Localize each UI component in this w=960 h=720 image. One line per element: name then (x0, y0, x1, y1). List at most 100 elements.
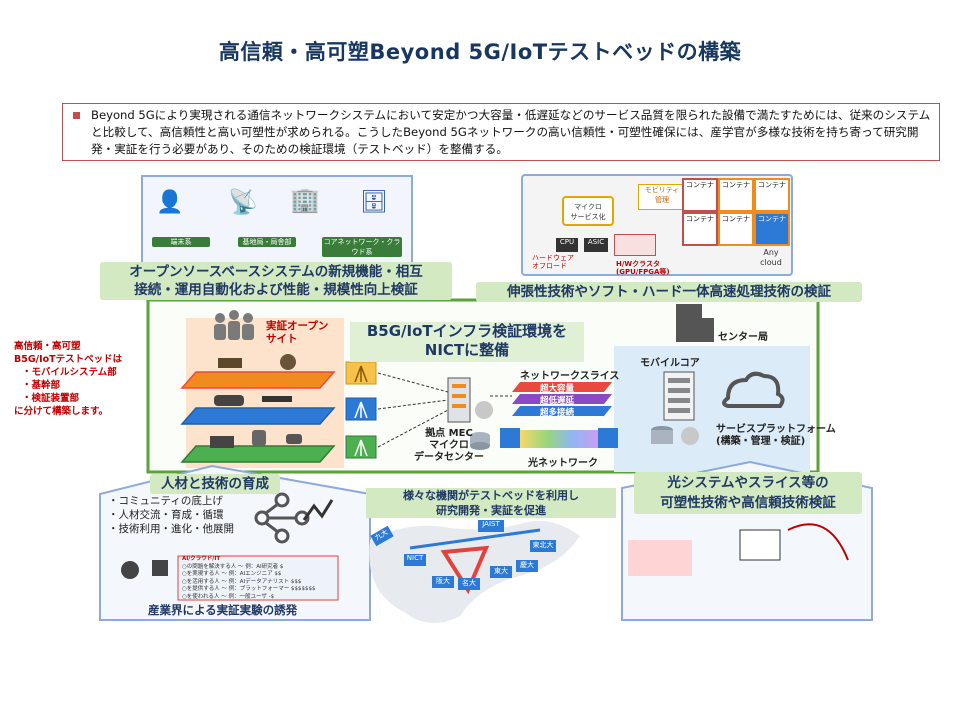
node-tohoku: 東北大 (530, 540, 556, 552)
mec-label: 拠点 MEC マイクロ データセンター (414, 428, 484, 463)
talent-bullet: ・人材交流・育成・循環 (108, 509, 224, 521)
server-stack-icon: 🗄 (360, 190, 388, 215)
drone-icon (262, 396, 292, 402)
building-orange-icon: 🏢 (290, 186, 320, 214)
truck-icon (210, 436, 234, 448)
left-note: 高信頼・高可塑 B5G/IoTテストベッドは ・モバイルシステム部 ・基幹部 ・… (14, 340, 154, 418)
usage-message-line2: 研究開発・実証を促進 (436, 504, 546, 517)
tower-icon: 📡 (228, 188, 258, 216)
antenna-icon-1 (345, 361, 377, 385)
container-cell: コンテナ (718, 178, 754, 212)
label-base-station: 基地局・局舎部 (238, 237, 296, 247)
ai-cloud-table-frame (177, 555, 339, 601)
ai-cloud-table: AI/クラウド/IT ○の問題を解決する人 〜 例：AI研究者 $ ○を実現する… (182, 556, 336, 601)
layer-green (180, 445, 336, 463)
user-device-icon: 👤 (156, 190, 184, 215)
mobile-core-server-icon (663, 371, 695, 421)
building-icon (676, 304, 714, 342)
usage-message: 様々な機関がテストベッドを利用し 研究開発・実証を促進 (366, 488, 616, 518)
node-meidai: 名大 (458, 578, 480, 590)
network-slice-label: ネットワークスライス (520, 371, 620, 382)
left-note-line: ・基幹部 (22, 380, 61, 391)
mec-server-icon (447, 377, 471, 423)
heading-plasticity-line2: 可塑性技術や高信頼技術検証 (660, 495, 836, 511)
left-note-line: に分けて構築します。 (14, 406, 109, 417)
robot-icon (252, 430, 266, 446)
layer-orange (180, 371, 336, 389)
layer-blue (180, 407, 336, 425)
ai-cloud-table-row: ○の問題を解決する人 〜 例：AI研究者 $ (182, 563, 284, 570)
ai-cloud-table-row: ○を提供する人 〜 例：プラットフォーマー $$$$$$$ (182, 586, 316, 592)
ai-cloud-table-row: ○を実現する人 〜 例：AIエンジニア $$ (182, 571, 282, 577)
node-nict: NICT (404, 554, 426, 566)
network-triangle (440, 545, 490, 595)
any-cloud-label: Any cloud (760, 248, 782, 267)
asic-chip: ASIC (584, 238, 608, 252)
container-cell-label: コンテナ (686, 215, 714, 223)
talent-bullet: ・コミュニティの底上げ (108, 495, 223, 507)
node-handai: 阪大 (432, 576, 454, 588)
heading-plasticity-line1: 光システムやスライス等の (667, 475, 829, 491)
open-site-label: 実証オープン サイト (266, 320, 329, 345)
label-terminal: 端末系 (152, 237, 210, 247)
node-todai: 東大 (490, 566, 512, 578)
mobility-box: モビリティ 管理 (638, 184, 686, 210)
backbone-line (409, 528, 541, 550)
fpga-chip-icon (614, 234, 656, 256)
hw-offload-label: ハードウェア オフロード (532, 254, 574, 270)
main-heading-line2: NICTに整備 (424, 341, 510, 359)
center-station-area (614, 346, 810, 472)
community-network-icon (254, 492, 310, 544)
talent-bullets: ・コミュニティの底上げ ・人材交流・育成・循環 ・技術利用・進化・他展開 (108, 494, 234, 536)
slice-band-3 (512, 406, 612, 416)
robot-dog-icon (286, 434, 302, 444)
slice-label-3: 超多接続 (540, 408, 575, 418)
main-heading: B5G/IoTインフラ検証環境を NICTに整備 (350, 322, 584, 362)
slice-label-1: 超大容量 (540, 384, 575, 394)
microservice-box: マイクロ サービス化 (562, 196, 614, 226)
heading-talent: 人材と技術の育成 (150, 474, 280, 494)
talent-bullet: ・技術利用・進化・他展開 (108, 523, 234, 535)
slice-grid-visual (628, 540, 692, 576)
node-cluster-visual (739, 529, 781, 561)
center-station-label: センター局 (718, 332, 768, 343)
brain-icon (475, 401, 493, 419)
container-cell: コンテナ (718, 212, 754, 246)
people-icon (214, 310, 254, 340)
container-cell-label: コンテナ (722, 181, 750, 189)
usage-message-line1: 様々な機関がテストベッドを利用し (403, 489, 579, 502)
optical-switch-icon-left (500, 428, 520, 448)
talent-bullet-text: コミュニティの底上げ (118, 495, 223, 507)
container-cell-label: コンテナ (722, 215, 750, 223)
ai-cloud-table-row: ○を活用する人 〜 例：AIデータアナリスト $$$ (182, 578, 302, 585)
container-cell-label: コンテナ (758, 215, 786, 223)
node-keio: 慶大 (516, 560, 538, 572)
container-cell: コンテナ (754, 178, 790, 212)
ai-cloud-table-title: AI/クラウド/IT (182, 556, 221, 562)
heading-open-source-line1: オープンソースベースシステムの新規機能・相互 (129, 264, 423, 280)
hw-cluster-label: H/Wクラスタ (GPU/FPGA等) (616, 260, 670, 276)
intro-text: Beyond 5Gにより実現される通信ネットワークシステムにおいて安定かつ大容量… (91, 108, 931, 156)
optical-switch-icon-right (598, 428, 618, 448)
heading-plasticity: 光システムやスライス等の 可塑性技術や高信頼技術検証 (634, 472, 862, 514)
left-note-line: ・検証装置部 (22, 393, 80, 404)
label-core-cloud: コアネットワーク・クラウド系 (322, 237, 402, 257)
slice-label-2: 超低遅延 (540, 396, 575, 406)
optical-network-label: 光ネットワーク (528, 458, 598, 469)
idea-puzzle-icon (121, 560, 168, 579)
mobile-core-label: モバイルコア (640, 358, 700, 369)
worker-icon (280, 354, 296, 370)
slice-band-2 (512, 394, 612, 404)
left-note-line: B5G/IoTテストベッドは (14, 354, 123, 365)
slice-band-1 (512, 382, 612, 392)
cpu-chip: CPU (556, 238, 578, 252)
talent-bullet-text: 人材交流・育成・循環 (118, 509, 224, 521)
left-note-line: ・モバイルシステム部 (22, 367, 117, 378)
container-cell: コンテナ (682, 212, 718, 246)
intro-box: Beyond 5Gにより実現される通信ネットワークシステムにおいて安定かつ大容量… (62, 103, 940, 161)
heading-scalability: 伸張性技術やソフト・ハード一体高速処理技術の検証 (476, 282, 862, 302)
service-platform-label: サービスプラットフォーム (構築・管理・検証) (716, 424, 836, 447)
access-links (377, 372, 449, 448)
container-cell-label: コンテナ (758, 181, 786, 189)
main-heading-line1: B5G/IoTインフラ検証環境を (366, 322, 568, 340)
